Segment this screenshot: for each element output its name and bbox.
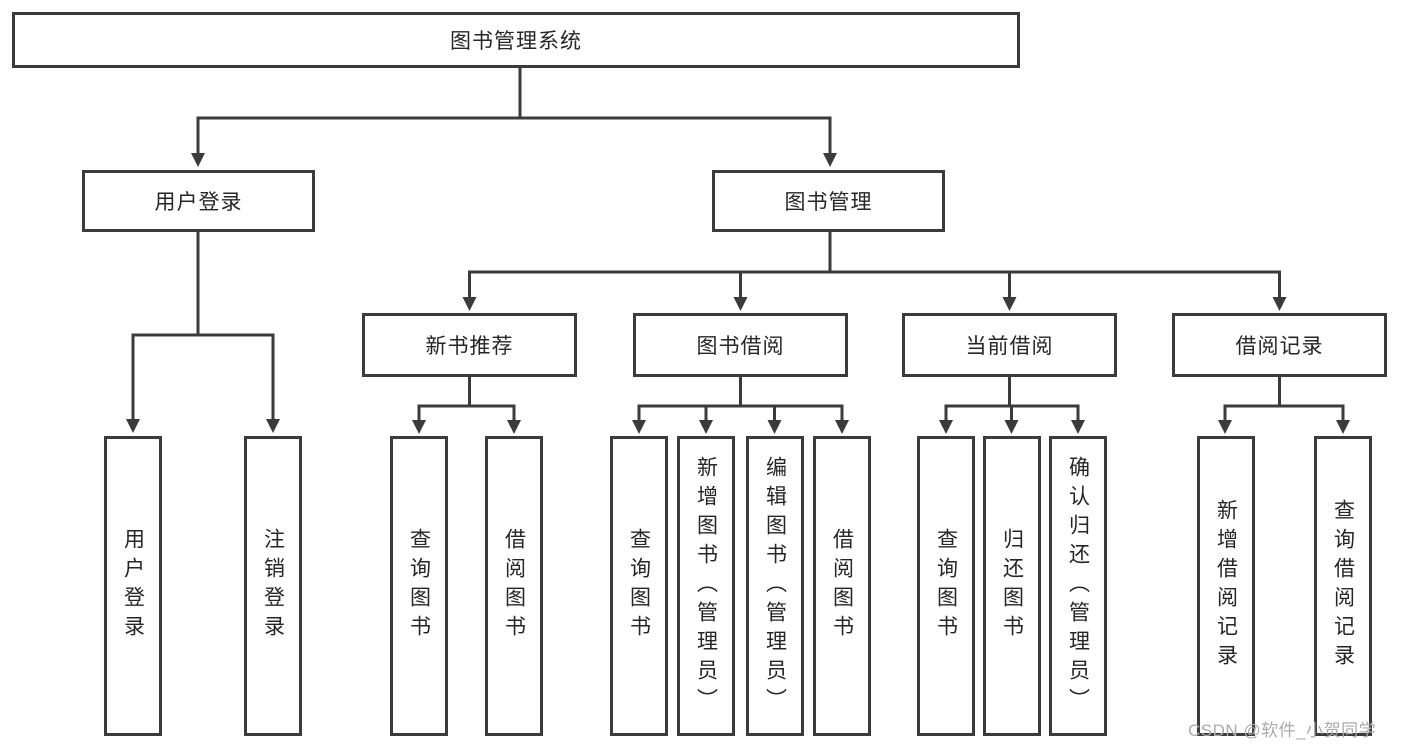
leaf-query-borrow-record: 查询借阅记录 <box>1314 436 1372 736</box>
leaf-return-books: 归还图书 <box>983 436 1041 736</box>
leaf-query-borrow-record-label: 查询借阅记录 <box>1331 499 1355 673</box>
leaf-user-login: 用户登录 <box>104 436 162 736</box>
leaf-confirm-return-admin-label: 确认归还（管理员） <box>1066 455 1090 717</box>
leaf-borrow-books-recommend-label: 借阅图书 <box>502 528 526 644</box>
leaf-query-books-current: 查询图书 <box>917 436 975 736</box>
leaf-borrow-books: 借阅图书 <box>813 436 871 736</box>
node-user-login: 用户登录 <box>82 170 315 232</box>
leaf-query-books-borrow: 查询图书 <box>610 436 668 736</box>
leaf-add-borrow-record-label: 新增借阅记录 <box>1214 499 1238 673</box>
leaf-borrow-books-recommend: 借阅图书 <box>485 436 543 736</box>
csdn-watermark: CSDN @软件_小贺同学 <box>1188 721 1377 740</box>
leaf-logout-login-label: 注销登录 <box>261 528 285 644</box>
node-new-book-recommend: 新书推荐 <box>362 313 577 377</box>
leaf-add-books-admin-label: 新增图书（管理员） <box>694 455 718 717</box>
leaf-add-books-admin: 新增图书（管理员） <box>677 436 735 736</box>
node-book-management: 图书管理 <box>712 170 945 232</box>
leaf-user-login-label: 用户登录 <box>121 528 145 644</box>
node-borrow-records: 借阅记录 <box>1172 313 1387 377</box>
leaf-query-books-current-label: 查询图书 <box>934 528 958 644</box>
leaf-logout-login: 注销登录 <box>244 436 302 736</box>
leaf-confirm-return-admin: 确认归还（管理员） <box>1049 436 1107 736</box>
leaf-query-books-recommend: 查询图书 <box>390 436 448 736</box>
leaf-add-borrow-record: 新增借阅记录 <box>1197 436 1255 736</box>
leaf-return-books-label: 归还图书 <box>1000 528 1024 644</box>
node-book-borrow: 图书借阅 <box>633 313 848 377</box>
leaf-query-books-recommend-label: 查询图书 <box>407 528 431 644</box>
leaf-query-books-borrow-label: 查询图书 <box>627 528 651 644</box>
leaf-borrow-books-label: 借阅图书 <box>830 528 854 644</box>
leaf-edit-books-admin-label: 编辑图书（管理员） <box>763 455 787 717</box>
leaf-edit-books-admin: 编辑图书（管理员） <box>746 436 804 736</box>
node-current-borrow: 当前借阅 <box>902 313 1117 377</box>
node-root-system: 图书管理系统 <box>12 12 1020 68</box>
